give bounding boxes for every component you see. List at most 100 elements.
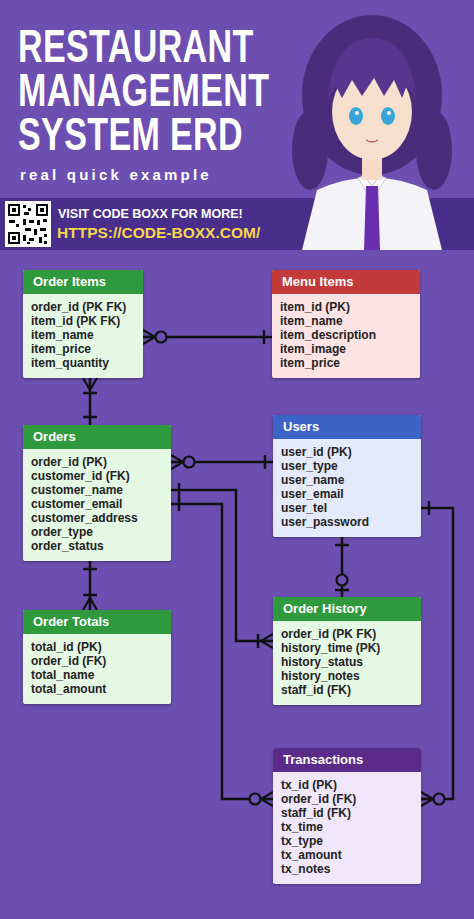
table-field: tx_type <box>281 834 421 848</box>
table-header: Transactions <box>273 748 421 772</box>
zero-mark <box>337 575 348 586</box>
one-mark <box>257 634 260 648</box>
qr-code <box>5 201 51 247</box>
crow-foot <box>83 378 90 390</box>
crow-foot <box>261 792 273 799</box>
table-field: order_id (FK) <box>281 792 421 806</box>
table-field: item_image <box>280 342 420 356</box>
table-field: order_id (FK) <box>31 654 171 668</box>
crow-foot <box>261 799 273 806</box>
table-body: tx_id (PK)order_id (FK)staff_id (FK)tx_t… <box>273 772 421 884</box>
table-field: item_quantity <box>31 356 143 370</box>
zero-mark <box>434 794 445 805</box>
one-mark <box>83 594 97 597</box>
table-field: customer_email <box>31 497 171 511</box>
one-mark <box>178 497 181 511</box>
crow-foot <box>143 330 155 337</box>
table-field: item_id (PK FK) <box>31 314 143 328</box>
table-body: user_id (PK)user_typeuser_nameuser_email… <box>273 439 421 537</box>
table-body: total_id (PK)order_id (FK)total_nametota… <box>23 634 171 704</box>
crow-foot <box>171 462 183 469</box>
table-field: customer_address <box>31 511 171 525</box>
table-field: item_id (PK) <box>280 300 420 314</box>
table-field: user_tel <box>281 501 421 515</box>
table-field: total_id (PK) <box>31 640 171 654</box>
table-field: staff_id (FK) <box>281 683 421 697</box>
entity-table: Transactionstx_id (PK)order_id (FK)staff… <box>273 748 421 884</box>
table-header: Orders <box>23 425 171 449</box>
table-field: item_name <box>280 314 420 328</box>
one-mark <box>264 455 267 469</box>
relationship-connector <box>143 330 272 344</box>
diagram-caption: real quick example <box>20 166 212 183</box>
table-field: user_id (PK) <box>281 445 421 459</box>
zero-mark <box>156 332 167 343</box>
table-field: item_name <box>31 328 143 342</box>
table-field: order_id (PK FK) <box>31 300 143 314</box>
relationship-connector <box>171 497 273 806</box>
connector-line <box>171 504 273 799</box>
crow-foot <box>171 455 183 462</box>
table-field: order_id (PK FK) <box>281 627 421 641</box>
one-mark <box>263 330 266 344</box>
table-field: total_name <box>31 668 171 682</box>
table-body: order_id (PK FK)item_id (PK FK)item_name… <box>23 294 143 378</box>
crow-foot <box>90 378 97 390</box>
table-field: user_password <box>281 515 421 529</box>
table-field: total_amount <box>31 682 171 696</box>
entity-table: Usersuser_id (PK)user_typeuser_nameuser_… <box>273 415 421 537</box>
one-mark <box>83 568 97 571</box>
table-header: Order History <box>273 597 421 621</box>
table-header: Order Totals <box>23 610 171 634</box>
relationship-connector <box>421 501 453 806</box>
table-field: customer_id (FK) <box>31 469 171 483</box>
one-mark <box>83 392 97 395</box>
table-field: history_notes <box>281 669 421 683</box>
table-field: user_email <box>281 487 421 501</box>
crow-foot <box>143 337 155 344</box>
table-header: Users <box>273 415 421 439</box>
table-body: item_id (PK)item_nameitem_descriptionite… <box>272 294 420 378</box>
entity-table: Order Historyorder_id (PK FK)history_tim… <box>273 597 421 705</box>
table-field: tx_id (PK) <box>281 778 421 792</box>
table-field: tx_amount <box>281 848 421 862</box>
table-body: order_id (PK FK)history_time (PK)history… <box>273 621 421 705</box>
table-header: Menu Items <box>272 270 420 294</box>
table-field: order_type <box>31 525 171 539</box>
table-field: item_price <box>31 342 143 356</box>
zero-mark <box>184 457 195 468</box>
crow-foot <box>261 634 273 641</box>
one-mark <box>178 483 181 497</box>
connector-line <box>421 508 453 799</box>
relationship-connector <box>83 561 97 610</box>
table-field: item_description <box>280 328 420 342</box>
crow-foot <box>83 598 90 610</box>
relationship-connector <box>335 537 349 597</box>
table-field: history_time (PK) <box>281 641 421 655</box>
relationship-connector <box>83 378 97 425</box>
entity-table: Order Itemsorder_id (PK FK)item_id (PK F… <box>23 270 143 378</box>
banner-text: VISIT CODE BOXX FOR MORE! <box>58 207 243 221</box>
table-field: history_status <box>281 655 421 669</box>
table-field: tx_notes <box>281 862 421 876</box>
crow-foot <box>421 792 433 799</box>
table-field: tx_time <box>281 820 421 834</box>
crow-foot <box>90 598 97 610</box>
table-field: staff_id (FK) <box>281 806 421 820</box>
table-field: user_name <box>281 473 421 487</box>
zero-mark <box>250 794 261 805</box>
table-field: user_type <box>281 459 421 473</box>
table-field: customer_name <box>31 483 171 497</box>
character-illustration <box>262 0 474 250</box>
diagram-title: RESTAURANT MANAGEMENT SYSTEM ERD <box>18 24 273 156</box>
one-mark <box>428 501 431 515</box>
relationship-connector <box>171 455 273 469</box>
table-header: Order Items <box>23 270 143 294</box>
table-field: order_status <box>31 539 171 553</box>
one-mark <box>83 416 97 419</box>
website-url: HTTPS://CODE-BOXX.COM/ <box>57 224 260 242</box>
table-body: order_id (PK)customer_id (FK)customer_na… <box>23 449 171 561</box>
entity-table: Menu Itemsitem_id (PK)item_nameitem_desc… <box>272 270 420 378</box>
one-mark <box>335 544 349 547</box>
